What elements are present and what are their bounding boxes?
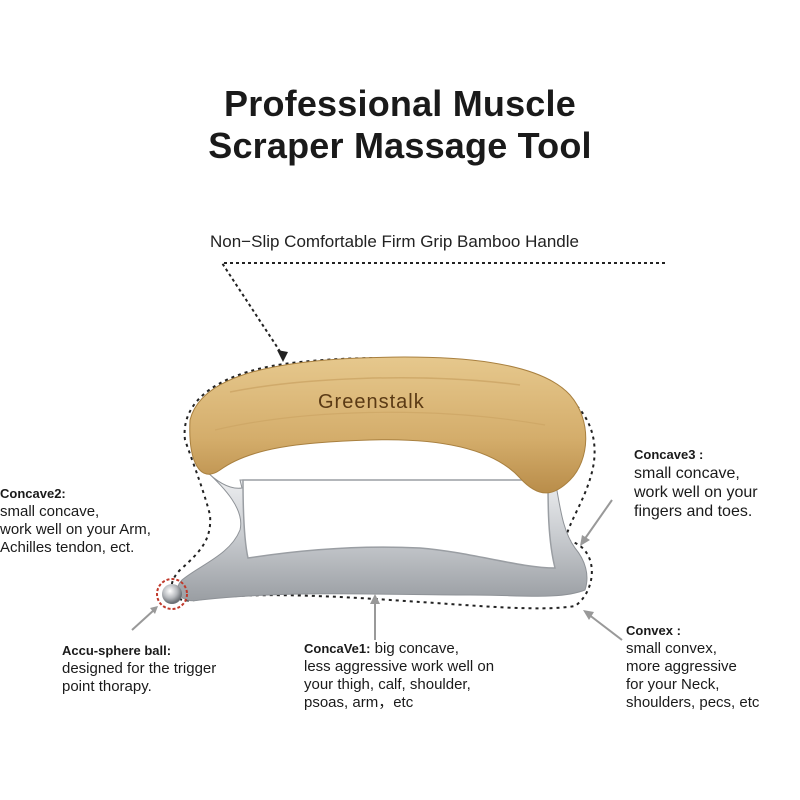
concave2-line: small concave, — [0, 503, 100, 520]
convex-line: shoulders, pecs, etc — [626, 694, 760, 711]
convex-line: more aggressive — [626, 658, 737, 675]
concave1-heading: ConcaVe1: — [304, 641, 371, 656]
annotation-accu-sphere: Accu-sphere ball: designed for the trigg… — [62, 642, 277, 696]
bamboo-grain — [214, 411, 546, 431]
handle-leader-arrow — [277, 350, 288, 362]
arrow-convex — [587, 613, 623, 641]
concave2-line: Achilles tendon, ect. — [0, 539, 135, 556]
convex-heading: Convex : — [626, 623, 681, 638]
handle-label: Non−Slip Comfortable Firm Grip Bamboo Ha… — [210, 232, 579, 251]
annotation-convex: Convex : small convex, more aggressive f… — [626, 622, 800, 712]
handle-leader-line — [220, 262, 665, 357]
concave3-line: fingers and toes. — [634, 503, 753, 520]
annotation-concave2: Concave2: small concave, work well on yo… — [0, 485, 210, 557]
title-line-1: Professional Muscle — [224, 83, 576, 124]
blade-window — [242, 479, 556, 569]
convex-line: for your Neck, — [626, 676, 720, 693]
arrow-concave3 — [583, 499, 613, 541]
concave2-line: work well on your Arm, — [0, 521, 151, 538]
concave1-line: less aggressive work well on — [304, 658, 495, 675]
accu-sphere-line: designed for the trigger — [62, 660, 217, 677]
concave3-heading: Concave3 : — [634, 447, 704, 462]
accu-sphere-ball — [162, 584, 182, 604]
annotation-concave1: ConcaVe1: big concave, less aggressive w… — [304, 640, 544, 712]
concave3-line: work well on your — [634, 484, 758, 501]
concave2-heading: Concave2: — [0, 486, 66, 501]
brand-engraving: Greenstalk — [318, 391, 425, 413]
concave3-line: small concave, — [634, 465, 740, 482]
arrow-accu-sphere — [131, 609, 155, 631]
concave1-first-line: big concave, — [370, 640, 459, 657]
annotation-concave3: Concave3 : small concave, work well on y… — [634, 445, 800, 521]
accu-sphere-ball-ring — [156, 578, 188, 610]
accu-sphere-line: point thorapy. — [62, 678, 152, 695]
bamboo-grain — [229, 377, 521, 393]
accu-sphere-heading: Accu-sphere ball: — [62, 643, 172, 658]
title-line-2: Scraper Massage Tool — [208, 125, 592, 166]
bamboo-handle — [189, 356, 587, 494]
convex-line: small convex, — [626, 640, 717, 657]
concave1-line: psoas, arm，etc — [304, 694, 414, 711]
tool-outline-dotted — [170, 357, 596, 610]
concave1-line: your thigh, calf, shoulder, — [304, 676, 471, 693]
